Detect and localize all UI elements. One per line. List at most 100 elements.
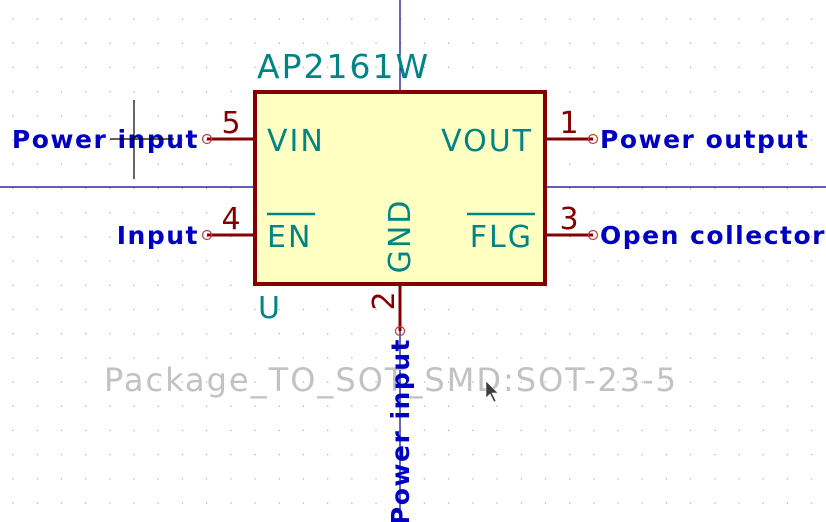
grid-dot <box>738 381 740 383</box>
grid-dot <box>157 478 159 480</box>
grid-dot <box>133 284 135 286</box>
grid-dot <box>351 381 353 383</box>
grid-dot <box>157 357 159 359</box>
grid-dot <box>206 187 208 190</box>
grid-dot <box>762 163 764 165</box>
grid-dot <box>762 454 764 456</box>
grid-dot <box>327 429 329 432</box>
pin-2-endpoint-icon[interactable] <box>394 325 406 337</box>
grid-dot <box>786 405 789 407</box>
grid-dot <box>230 236 232 238</box>
grid-dot <box>36 478 38 480</box>
grid-dot <box>254 502 256 504</box>
pin-2-name: GND <box>383 199 418 274</box>
grid-dot <box>36 187 38 190</box>
grid-dot <box>230 502 232 504</box>
symbol-ap2161w[interactable]: 5 4 1 3 2 VIN EN VOUT FLG GND AP2161W U … <box>104 47 678 399</box>
grid-dot <box>641 91 643 93</box>
grid-dot <box>423 429 426 432</box>
grid-dot <box>641 405 643 407</box>
grid-dot <box>448 478 450 480</box>
grid-dot <box>569 429 571 432</box>
grid-dot <box>496 502 498 504</box>
symbol-reference-field[interactable]: U <box>258 291 280 326</box>
grid-dot <box>665 405 668 407</box>
grid-dot <box>230 163 232 165</box>
grid-dot <box>738 18 740 20</box>
grid-dot <box>786 212 789 214</box>
grid-dot <box>472 18 474 20</box>
grid-dot <box>278 502 280 504</box>
grid-dot <box>617 212 619 214</box>
grid-dot <box>665 139 668 141</box>
grid-dot <box>738 115 740 117</box>
grid-dot <box>690 357 692 359</box>
grid-dot <box>714 454 716 456</box>
grid-dot <box>569 42 571 44</box>
grid-dot <box>738 187 740 190</box>
grid-dot <box>12 187 14 190</box>
grid-dot <box>12 42 14 44</box>
grid-dot <box>109 66 111 69</box>
mouse-pointer-icon <box>485 380 499 403</box>
grid-dot <box>109 284 111 286</box>
grid-dot <box>206 308 208 311</box>
grid-dot <box>593 478 595 480</box>
grid-dot <box>448 333 450 335</box>
grid-dot <box>85 381 87 383</box>
grid-dot <box>85 236 87 238</box>
grid-dot <box>738 212 740 214</box>
grid-dot <box>617 478 619 480</box>
grid-dot <box>278 357 280 359</box>
grid-dot <box>181 187 184 190</box>
pin-4-endpoint-icon[interactable] <box>201 229 213 241</box>
grid-dot <box>714 139 716 141</box>
grid-dot <box>811 502 813 504</box>
grid-dot <box>786 236 789 238</box>
symbol-value-field[interactable]: AP2161W <box>257 47 430 86</box>
grid-dot <box>762 187 764 190</box>
grid-dot <box>85 502 87 504</box>
grid-dot <box>133 333 135 335</box>
grid-dot <box>762 308 764 311</box>
grid-dot <box>714 429 716 432</box>
grid-dot <box>327 478 329 480</box>
grid-dot <box>133 405 135 407</box>
grid-dot <box>206 236 208 238</box>
grid-dot <box>641 308 643 311</box>
grid-dot <box>375 381 377 383</box>
grid-dot <box>448 381 450 383</box>
pin-3-endpoint-icon[interactable] <box>587 229 599 241</box>
grid-dot <box>593 454 595 456</box>
grid-dot <box>617 454 619 456</box>
grid-dot <box>206 454 208 456</box>
grid-dot <box>157 163 159 165</box>
grid-dot <box>109 115 111 117</box>
grid-dot <box>641 284 643 286</box>
grid-dot <box>520 502 522 504</box>
symbol-footprint-field[interactable]: Package_TO_SOT_SMD:SOT-23-5 <box>104 361 678 399</box>
grid-dot <box>520 333 522 335</box>
symbol-body[interactable] <box>253 90 547 286</box>
grid-dot <box>714 405 716 407</box>
grid-dot <box>690 66 692 69</box>
grid-dot <box>617 260 619 262</box>
grid-dot <box>12 260 14 262</box>
grid-dot <box>665 308 668 311</box>
grid-dot <box>36 66 38 69</box>
grid-dot <box>811 405 813 407</box>
grid-dot <box>593 163 595 165</box>
grid-dot <box>230 308 232 311</box>
pin-1-endpoint-icon[interactable] <box>587 133 599 145</box>
grid-dot <box>60 115 63 117</box>
grid-dot <box>254 381 256 383</box>
grid-dot <box>181 236 184 238</box>
grid-dot <box>181 429 184 432</box>
grid-dot <box>133 187 135 190</box>
grid-dot <box>133 236 135 238</box>
grid-dot <box>496 357 498 359</box>
grid-dot <box>520 18 522 20</box>
grid-dot <box>811 429 813 432</box>
pin-5-endpoint-icon[interactable] <box>201 133 213 145</box>
